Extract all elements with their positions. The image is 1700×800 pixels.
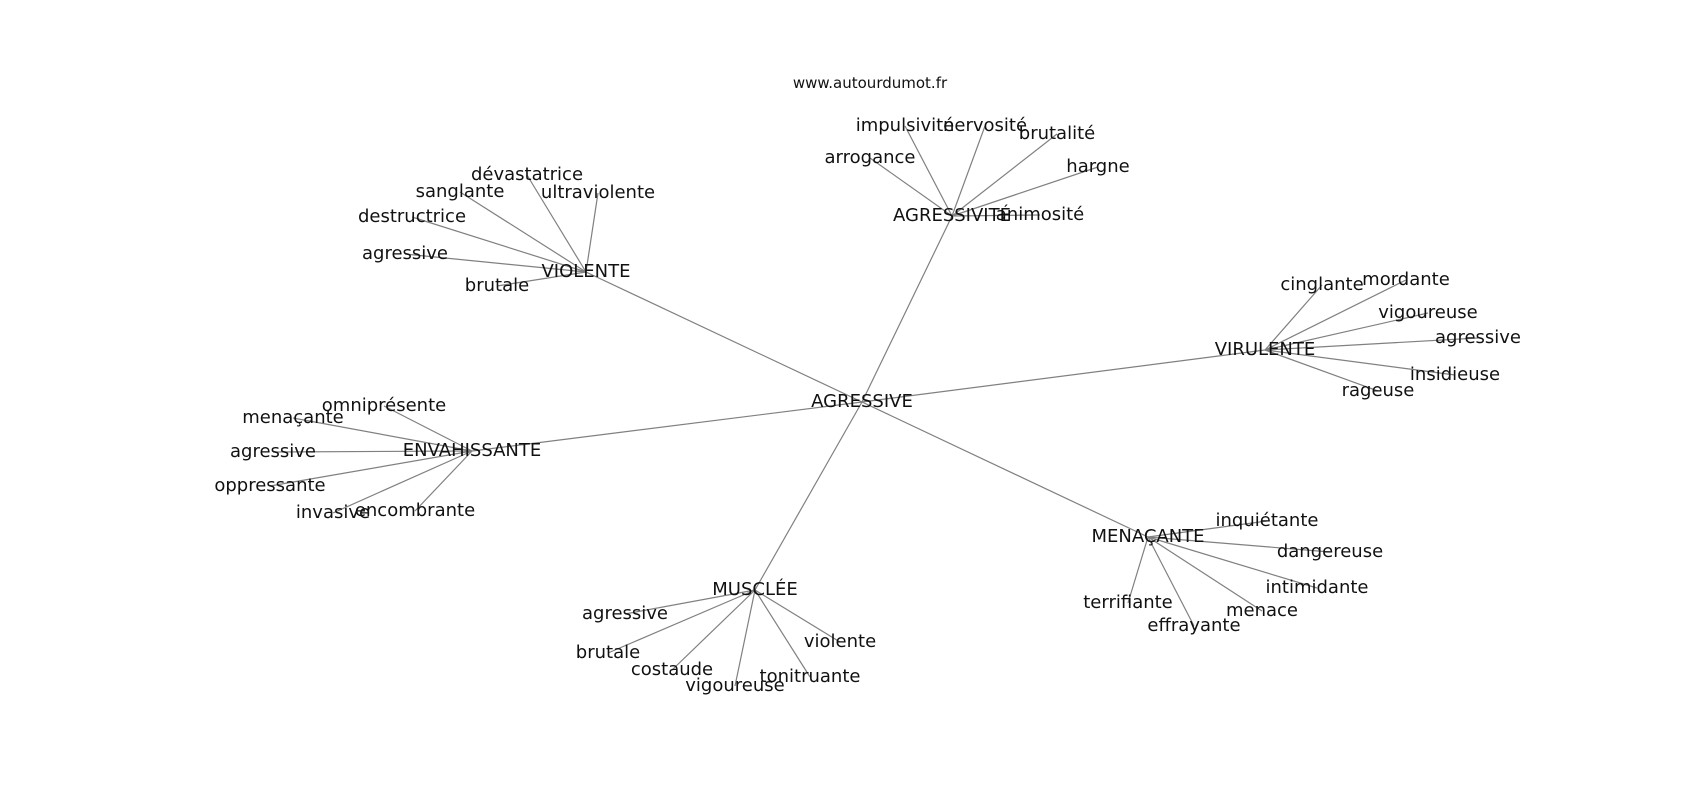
edge-menacante-5 <box>1147 536 1195 627</box>
edge-root-menacante <box>861 401 1149 538</box>
edge-envahissante-2 <box>272 450 473 453</box>
edge-root-violente <box>585 271 863 403</box>
edge-envahissante-0 <box>383 405 473 452</box>
leaf-node-musclee-1: brutale <box>576 642 640 663</box>
leaf-node-musclee-2: costaude <box>631 659 713 680</box>
edge-virulente-3 <box>1264 337 1479 351</box>
edge-agressivite-2 <box>951 133 1058 217</box>
edge-root-agressivite <box>861 215 953 403</box>
edge-virulente-1 <box>1264 279 1407 351</box>
edge-agressivite-4 <box>951 166 1099 217</box>
edge-root-envahissante <box>471 401 863 452</box>
edge-envahissante-1 <box>292 417 473 452</box>
leaf-node-virulente-5: rageuse <box>1342 380 1415 401</box>
edge-envahissante-3 <box>269 450 473 487</box>
edge-violente-5 <box>496 271 587 287</box>
edge-musclee-4 <box>754 589 841 643</box>
edge-virulente-0 <box>1264 284 1323 351</box>
hub-node-musclee: MUSCLÉE <box>712 578 797 600</box>
hub-node-agressivite: AGRESSIVITÉ <box>893 204 1011 226</box>
leaf-node-envahissante-1: menaçante <box>242 407 344 428</box>
edge-violente-3 <box>411 216 587 273</box>
leaf-node-musclee-4: violente <box>804 631 876 652</box>
leaf-node-menacante-2: intimidante <box>1266 577 1369 598</box>
edge-virulente-4 <box>1264 349 1456 376</box>
source-caption: www.autourdumot.fr <box>793 74 948 92</box>
hub-node-virulente: VIRULENTE <box>1215 339 1316 360</box>
leaf-node-musclee-3: vigoureuse <box>685 675 784 696</box>
edge-agressivite-1 <box>951 125 986 217</box>
edge-violente-2 <box>585 192 599 273</box>
leaf-node-agressivite-4: hargne <box>1066 156 1129 177</box>
root-node-label: AGRESSIVE <box>811 391 913 412</box>
leaf-node-menacante-4: menace <box>1226 600 1298 621</box>
leaf-node-menacante-5: effrayante <box>1147 615 1240 636</box>
leaf-node-violente-1: sanglante <box>416 181 505 202</box>
edge-root-virulente <box>861 349 1266 403</box>
leaf-node-envahissante-4: invasive <box>296 502 370 523</box>
graph-edges <box>269 125 1479 687</box>
edge-musclee-5 <box>754 589 811 678</box>
edge-virulente-5 <box>1264 349 1379 392</box>
leaf-node-menacante-0: inquiétante <box>1216 510 1319 531</box>
leaf-node-virulente-4: insidieuse <box>1410 364 1500 385</box>
edge-musclee-1 <box>607 589 756 654</box>
leaf-node-menacante-3: terrifiante <box>1083 592 1173 613</box>
leaf-node-musclee-5: tonitruante <box>760 666 861 687</box>
leaf-node-agressivite-1: nervosité <box>943 115 1027 136</box>
leaf-node-envahissante-3: oppressante <box>214 475 325 496</box>
leaf-node-agressivite-3: arrogance <box>825 147 916 168</box>
edge-envahissante-5 <box>414 450 473 512</box>
edge-agressivite-3 <box>869 157 953 217</box>
edge-musclee-3 <box>734 589 756 687</box>
edge-menacante-0 <box>1147 520 1268 538</box>
leaf-node-virulente-2: vigoureuse <box>1378 302 1477 323</box>
leaf-node-virulente-0: cinglante <box>1280 274 1363 295</box>
hub-node-violente: VIOLENTE <box>541 261 630 282</box>
leaf-node-violente-0: dévastatrice <box>471 164 583 185</box>
leaf-node-violente-4: agressive <box>362 243 448 264</box>
edge-violente-1 <box>459 191 587 273</box>
edge-violente-4 <box>404 253 587 273</box>
edge-agressivite-0 <box>904 125 953 217</box>
edge-musclee-0 <box>624 589 756 615</box>
leaf-node-agressivite-2: brutalité <box>1019 123 1095 144</box>
edge-violente-0 <box>526 174 587 273</box>
edge-menacante-2 <box>1147 536 1318 589</box>
edge-menacante-4 <box>1147 536 1263 612</box>
leaf-node-envahissante-0: omniprésente <box>322 395 446 416</box>
edge-menacante-3 <box>1127 536 1149 604</box>
hub-node-menacante: MENAÇANTE <box>1091 526 1204 547</box>
edge-agressivite-5 <box>951 214 1041 217</box>
leaf-node-envahissante-5: encombrante <box>355 500 475 521</box>
leaf-node-agressivite-0: impulsivité <box>856 115 955 136</box>
leaf-node-virulente-3: agressive <box>1435 327 1521 348</box>
edge-musclee-2 <box>671 589 756 671</box>
leaf-node-agressivite-5: animosité <box>996 204 1085 225</box>
hub-node-envahissante: ENVAHISSANTE <box>403 440 542 461</box>
leaf-node-envahissante-2: agressive <box>230 441 316 462</box>
leaf-node-violente-2: ultraviolente <box>541 182 655 203</box>
leaf-node-violente-5: brutale <box>465 275 529 296</box>
edge-root-musclee <box>754 401 863 591</box>
edge-menacante-1 <box>1147 536 1331 553</box>
leaf-node-menacante-1: dangereuse <box>1277 541 1383 562</box>
edge-envahissante-4 <box>332 450 473 514</box>
leaf-node-violente-3: destructrice <box>358 206 466 227</box>
edge-virulente-2 <box>1264 312 1429 351</box>
leaf-node-musclee-0: agressive <box>582 603 668 624</box>
leaf-node-virulente-1: mordante <box>1362 269 1450 290</box>
